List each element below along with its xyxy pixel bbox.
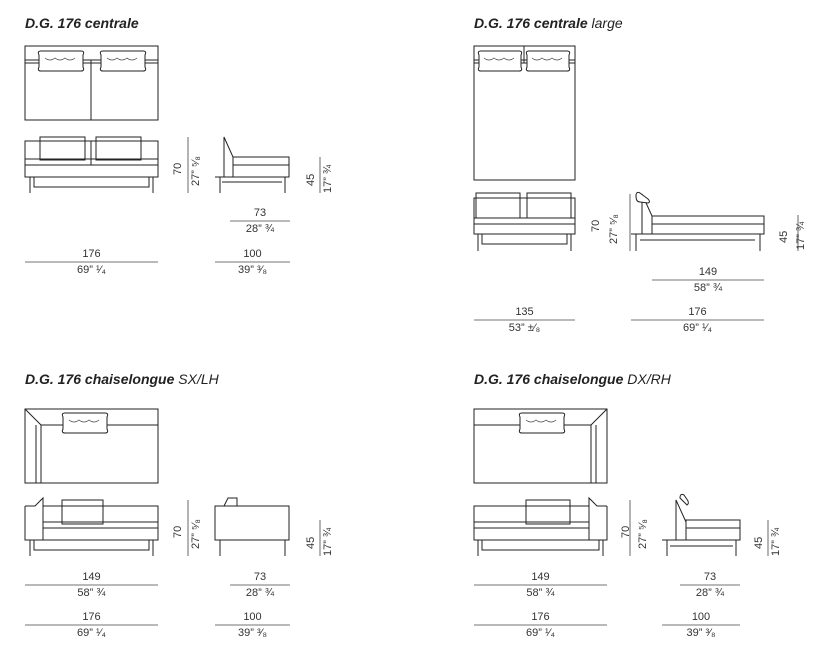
chaiselongue-sx-seat-depth-in: 28” ¾ (245, 587, 275, 599)
centrale-large-seat-height-cm: 45 (778, 230, 790, 243)
centrale-large-seat-depth-cm: 149 (698, 266, 718, 278)
chaiselongue-dx-width-cm: 176 (531, 611, 550, 623)
chaiselongue-sx-depth-cm: 100 (243, 611, 262, 623)
centrale-top-view (24, 45, 159, 121)
chaiselongue-dx-dimension-lines (474, 500, 769, 626)
centrale-title: D.G. 176 centrale (25, 15, 139, 31)
title-variant: DX/RH (627, 371, 671, 387)
centrale-depth-in: 39” ³⁄₈ (237, 264, 267, 276)
chaiselongue-sx-height-in: 27” ⁵⁄₈ (190, 519, 202, 549)
centrale-large-top-view (473, 45, 576, 181)
centrale-dimension-lines (25, 137, 321, 263)
centrale-large-depth-in: 69” ¹⁄₄ (683, 322, 712, 334)
chaiselongue-dx-depth-in: 39” ³⁄₈ (686, 627, 716, 639)
centrale-front-view (24, 136, 159, 193)
chaiselongue-sx-seat-width-in: 58” ¾ (77, 587, 106, 599)
centrale-seat-height-cm: 45 (305, 173, 317, 186)
chaiselongue-sx-width-in: 69” ¹⁄₄ (77, 627, 106, 639)
chaiselongue-dx-seat-width-in: 58” ¾ (526, 587, 555, 599)
chaiselongue-dx-title: D.G. 176 chaiselongue DX/RH (474, 371, 671, 387)
chaiselongue-dx-height-in: 27” ⁵⁄₈ (637, 519, 649, 549)
centrale-seat-height-in: 17” ¾ (322, 164, 334, 193)
chaiselongue-dx-top-view (473, 408, 608, 484)
chaiselongue-dx-seat-height-in: 17” ¾ (770, 527, 782, 556)
chaiselongue-sx-seat-width-cm: 149 (82, 571, 101, 583)
chaiselongue-dx-seat-height-cm: 45 (753, 536, 765, 549)
chaiselongue-sx-top-view (24, 408, 159, 484)
centrale-seat-depth-cm: 73 (253, 207, 267, 219)
title-main: D.G. 176 chaiselongue (25, 371, 175, 387)
centrale-large-depth-cm: 176 (688, 306, 707, 318)
title-variant: SX/LH (178, 371, 219, 387)
chaiselongue-sx-seat-height-in: 17” ¾ (322, 527, 334, 556)
chaiselongue-sx-side-view (214, 497, 290, 556)
centrale-side-view (215, 136, 290, 193)
chaiselongue-sx-front-view (24, 496, 159, 556)
chaiselongue-sx-seat-height-cm: 45 (305, 536, 317, 549)
centrale-large-height-in: 27” ⁵⁄₈ (608, 214, 620, 244)
chaiselongue-dx-seat-depth-cm: 73 (703, 571, 717, 583)
centrale-large-width-in: 53” ±⁄₈ (508, 322, 541, 334)
centrale-height-in: 27” ⁵⁄₈ (190, 156, 202, 186)
chaiselongue-dx-seat-depth-in: 28” ¾ (695, 587, 725, 599)
chaiselongue-dx-height-cm: 70 (620, 525, 632, 538)
centrale-depth-cm: 100 (243, 248, 262, 260)
chaiselongue-sx-depth-in: 39” ³⁄₈ (237, 627, 267, 639)
centrale-width-cm: 176 (82, 248, 101, 260)
chaiselongue-sx-width-cm: 176 (82, 611, 101, 623)
centrale-large-height-cm: 70 (590, 219, 602, 232)
centrale-large-seat-depth-in: 58” ¾ (693, 282, 723, 294)
title-main: D.G. 176 chaiselongue (474, 371, 624, 387)
centrale-seat-depth-in: 28” ¾ (245, 223, 275, 235)
chaiselongue-sx-title: D.G. 176 chaiselongue SX/LH (25, 371, 219, 387)
chaiselongue-dx-seat-width-cm: 149 (531, 571, 550, 583)
centrale-width-in: 69” ¹⁄₄ (77, 264, 106, 276)
centrale-large-width-cm: 135 (515, 306, 534, 318)
chaiselongue-sx-height-cm: 70 (172, 525, 184, 538)
title-variant: large (591, 15, 623, 31)
chaiselongue-dx-width-in: 69” ¹⁄₄ (526, 627, 555, 639)
centrale-height-cm: 70 (172, 162, 184, 175)
title-main: D.G. 176 centrale (25, 15, 139, 31)
centrale-large-title: D.G. 176 centrale large (474, 15, 623, 31)
title-main: D.G. 176 centrale (474, 15, 588, 31)
chaiselongue-sx-dimension-lines (25, 500, 321, 626)
chaiselongue-dx-depth-cm: 100 (691, 611, 711, 623)
centrale-large-dimension-lines (474, 194, 799, 321)
chaiselongue-dx-front-view (473, 496, 608, 556)
chaiselongue-sx-seat-depth-cm: 73 (253, 571, 267, 583)
chaiselongue-dx-side-view (662, 493, 741, 556)
centrale-large-front-view (473, 192, 576, 251)
centrale-large-side-view (631, 191, 765, 251)
centrale-large-seat-height-in: 17” ¾ (795, 221, 807, 250)
